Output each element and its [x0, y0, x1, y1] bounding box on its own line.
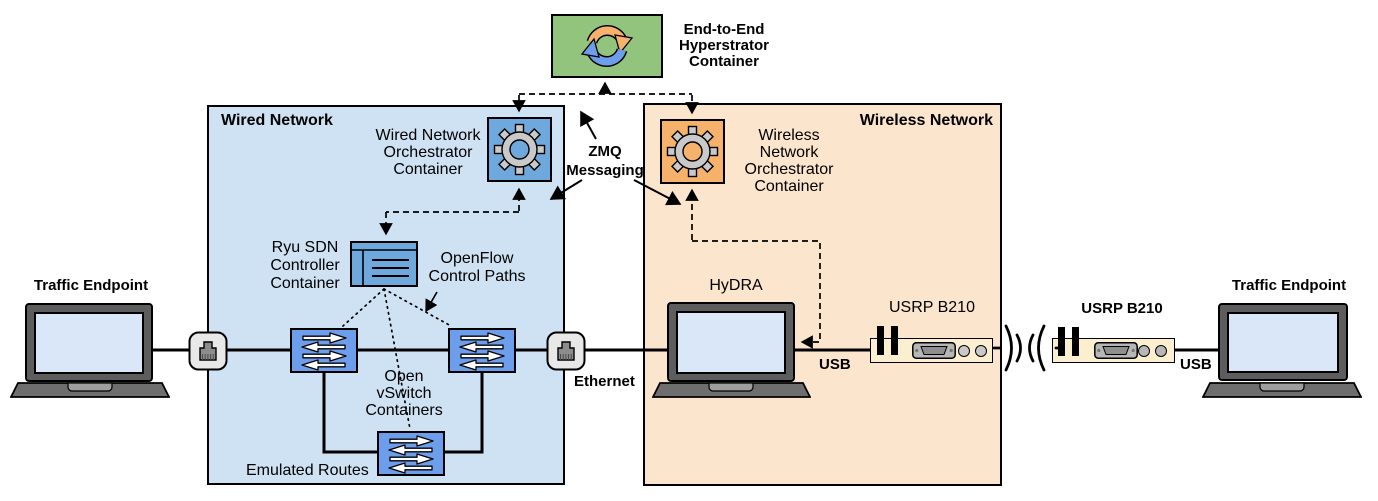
- rj45-connector-icon: [188, 331, 228, 371]
- annotation-arrows: [425, 81, 682, 313]
- antenna-icon: [877, 326, 884, 355]
- antenna-icon: [1058, 327, 1065, 356]
- openflow-control-paths-label: OpenFlow Control Paths: [428, 250, 526, 285]
- db9-connector-icon: [912, 342, 956, 359]
- db9-connector-icon: [1094, 342, 1138, 359]
- laptop-icon: [1202, 303, 1362, 398]
- usrp-port: [1138, 345, 1150, 357]
- rj45-connector-icon: [546, 331, 586, 371]
- usrp-b210-icon: [868, 324, 996, 364]
- usb-label-left: USB: [819, 356, 851, 373]
- wired-orchestrator-label: Wired Network Orchestrator Container: [375, 127, 481, 178]
- wireless-orchestrator-label: Wireless Network Orchestrator Container: [744, 127, 834, 195]
- openflow-pointer-arrow: [425, 291, 438, 313]
- hydra-label: HyDRA: [709, 277, 763, 294]
- emulated-route-line-left: [322, 371, 379, 454]
- wireless-network-title: Wireless Network: [859, 112, 993, 129]
- emulated-route-line-right: [442, 371, 484, 454]
- open-vswitch-containers-label: Open vSwitch Containers: [365, 368, 443, 419]
- antenna-icon: [891, 326, 898, 355]
- usrp-b210-label-left: USRP B210: [889, 299, 975, 316]
- sdn-controller-icon: [350, 241, 418, 287]
- usb-label-right: USB: [1180, 356, 1212, 373]
- usrp-port: [975, 345, 987, 357]
- ovs-switch-icon: [448, 328, 516, 373]
- usrp-b210-label-right: USRP B210: [1081, 300, 1163, 317]
- usrp-b210-icon: [1050, 325, 1178, 365]
- openflow-control-path-lines: [342, 288, 452, 430]
- laptop-icon: [10, 303, 170, 399]
- ovs-switch-icon: [290, 328, 358, 373]
- traffic-endpoint-label-right: Traffic Endpoint: [1231, 277, 1347, 294]
- sync-icon: [580, 25, 634, 67]
- usrp-port: [1155, 345, 1167, 357]
- wired-orchestrator-gear-icon: [487, 117, 552, 182]
- wireless-waves-icon: [992, 324, 1064, 372]
- antenna-icon: [1072, 327, 1079, 356]
- zmq-messaging-label: ZMQ Messaging: [566, 143, 644, 179]
- wireless-orchestrator-gear-icon: [660, 119, 725, 184]
- wired-network-title: Wired Network: [221, 112, 333, 129]
- usrp-port: [958, 345, 970, 357]
- emulated-routes-label: Emulated Routes: [246, 462, 369, 479]
- ryu-controller-label: Ryu SDN Controller Container: [270, 239, 340, 292]
- hyperstrator-label: End-to-End Hyperstrator Container: [678, 21, 770, 70]
- ethernet-label: Ethernet: [574, 373, 635, 390]
- ovs-switch-icon: [377, 431, 445, 476]
- hydra-laptop-icon: [652, 302, 811, 398]
- zmq-messaging-paths: [379, 93, 821, 349]
- traffic-endpoint-label-left: Traffic Endpoint: [33, 277, 149, 294]
- hyperstrator-container-box: [551, 14, 663, 78]
